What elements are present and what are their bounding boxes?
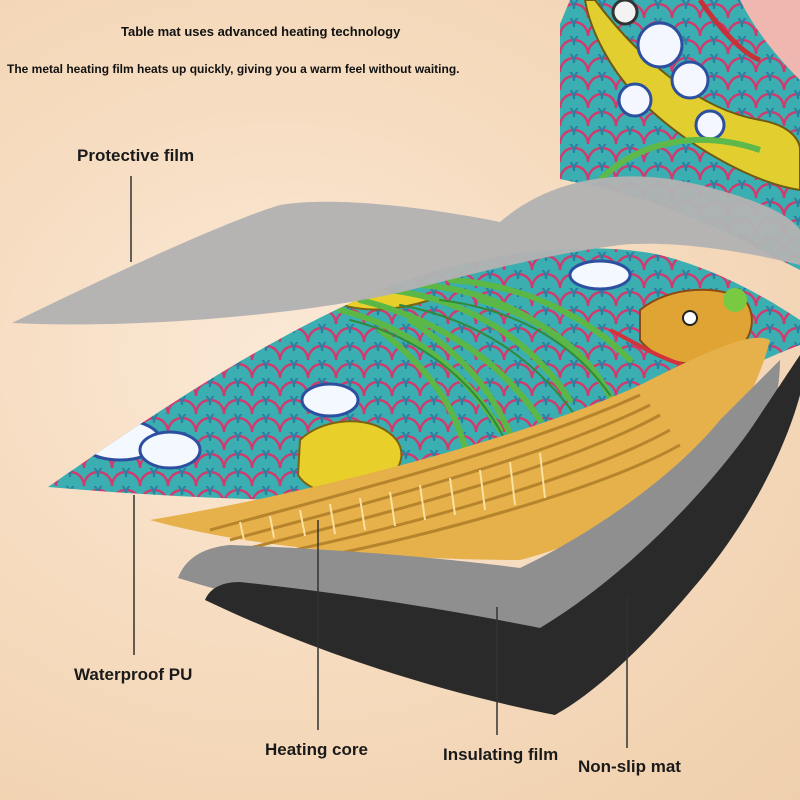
subheadline: The metal heating film heats up quickly,… bbox=[7, 62, 460, 76]
protective-film-layer bbox=[12, 176, 800, 325]
non-slip-mat-layer bbox=[205, 355, 800, 715]
headline: Table mat uses advanced heating technolo… bbox=[121, 24, 401, 39]
label-non-slip-mat: Non-slip mat bbox=[578, 757, 681, 776]
label-heating-core: Heating core bbox=[265, 740, 368, 759]
label-insulating-film: Insulating film bbox=[443, 745, 559, 764]
label-protective-film: Protective film bbox=[77, 146, 195, 165]
label-waterproof-pu: Waterproof PU bbox=[74, 665, 193, 684]
heating-core-fins bbox=[209, 393, 681, 559]
leader-lines bbox=[130, 176, 628, 748]
